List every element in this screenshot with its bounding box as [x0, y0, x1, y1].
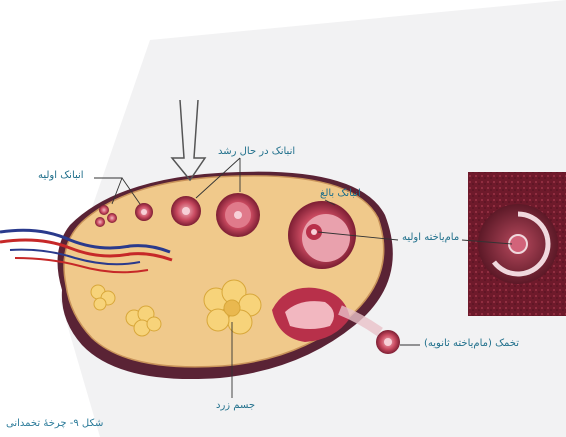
label-primary-follicle: انبانک اولیه [38, 170, 84, 181]
micrograph [468, 172, 566, 316]
figure-caption: شکل ۹- چرخهٔ تخمدانی [6, 418, 103, 429]
label-corpus-luteum: جسم زرد [216, 400, 255, 411]
label-primary-oocyte: مام‌یاخته اولیه [402, 232, 459, 243]
label-growing-follicle: انبانک در حال رشد [218, 146, 295, 157]
label-ovum: تخمک (مام‌یاخته ثانویه) [424, 338, 519, 349]
label-mature-follicle: انبانک بالغ [320, 188, 361, 199]
ovum [376, 330, 400, 354]
